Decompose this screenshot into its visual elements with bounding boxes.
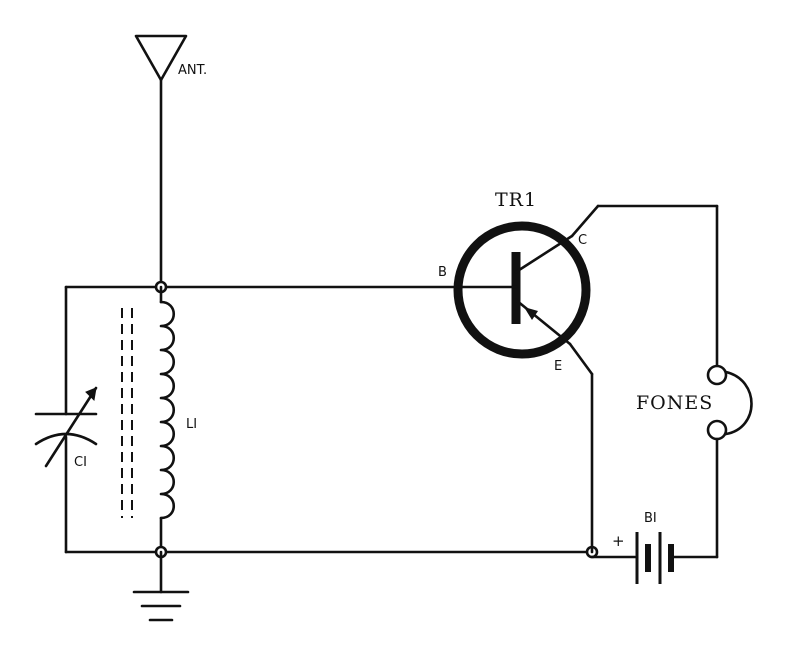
battery-label: BI <box>644 511 657 526</box>
coil-label: LI <box>186 417 197 432</box>
transistor-symbol <box>453 204 719 554</box>
battery-plus-label: + <box>612 532 625 550</box>
coil-symbol <box>121 285 176 554</box>
capacitor-label: CI <box>74 455 87 470</box>
emitter-label: E <box>554 359 562 374</box>
transistor-label: TR1 <box>495 189 537 211</box>
capacitor-branch <box>34 285 98 554</box>
bottom-wire <box>64 545 599 559</box>
top-wire <box>64 280 460 294</box>
headphones-label: FONES <box>636 392 713 414</box>
base-label: B <box>438 265 447 280</box>
collector-label: C <box>578 233 587 248</box>
antenna-label: ANT. <box>178 63 207 78</box>
ground-symbol <box>132 550 190 622</box>
antenna-symbol <box>134 34 188 287</box>
headphones-symbol <box>706 204 753 559</box>
battery-symbol <box>590 532 719 584</box>
